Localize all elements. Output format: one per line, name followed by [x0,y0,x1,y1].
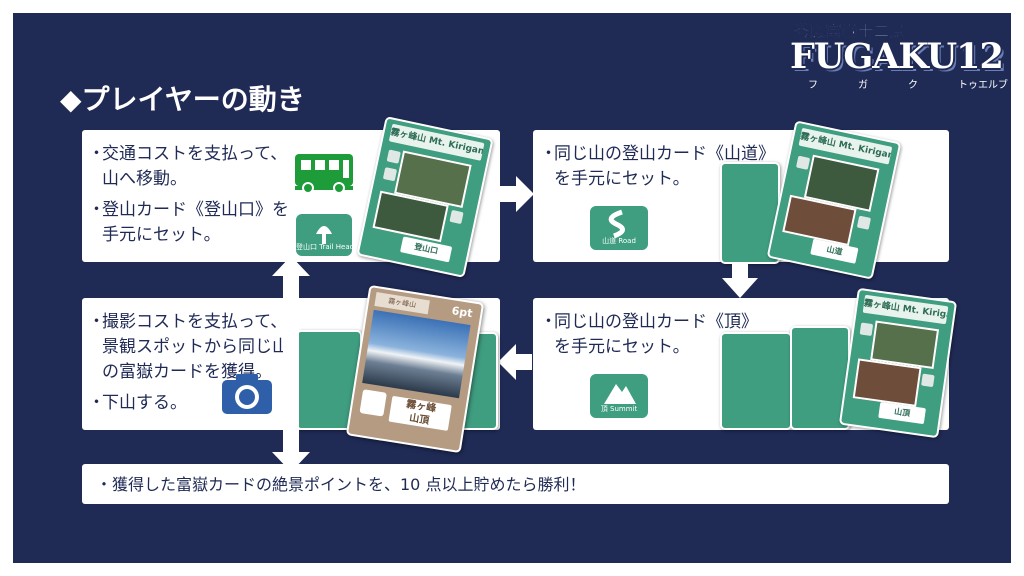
step3-text: ・ 同じ山の登山カード《頂》を手元にセット。 [540,310,800,360]
victory-text: ・獲得した富嶽カードの絶景ポイントを、10 点以上貯めたら勝利！ [96,475,586,494]
logo-ruby-4: トゥエルブ [958,80,1008,91]
step2-text: ・ 同じ山の登山カード《山道》を手元にセット。 [540,142,800,192]
victory-panel [82,464,949,504]
bullet: ・ [88,393,105,413]
logo-subtitle: 秀麗富嶽十二景 [794,22,907,41]
scenery-card-points: 6pt [450,304,474,321]
card-icon [921,373,935,388]
step1-text: ・ 交通コストを支払って、山へ移動。 ・ 登山カード《登山口》を手元にセット。 [88,142,338,248]
logo-ruby-1: フ [808,80,818,91]
bullet: ・ [88,144,105,164]
card-icon [795,155,811,170]
step4-item-2: ・ 下山する。 [88,391,338,416]
card-icon [859,322,874,337]
road-icon [608,209,625,239]
card-name: 山道 [810,238,859,264]
line: 下山する。 [102,393,187,413]
arrow-right-icon [500,176,534,212]
arrow-updown-icon [272,256,310,472]
step3-back-card-1 [720,332,792,430]
trailhead-icon [316,226,332,244]
bullet: ・ [540,144,557,164]
card-photo [852,358,922,407]
logo-ruby-3: ク [908,80,918,91]
step4-text: ・ 撮影コストを支払って、景観スポットから同じ山の富嶽カードを獲得。 ・ 下山す… [88,310,338,416]
line: 交通コストを支払って、 [102,144,288,164]
line: の富嶽カードを獲得。 [102,362,272,382]
line: を手元にセット。 [554,169,690,189]
step2-item-1: ・ 同じ山の登山カード《山道》を手元にセット。 [540,142,800,192]
card-name: 山頂 [878,401,926,425]
bullet: ・ [88,200,105,220]
step4-item-1: ・ 撮影コストを支払って、景観スポットから同じ山の富嶽カードを獲得。 [88,310,338,385]
summit-label: 頂 Summit [600,405,638,413]
step1-item-1: ・ 交通コストを支払って、山へ移動。 [88,142,338,192]
bullet: ・ [88,312,105,332]
line: 山へ移動。 [102,169,187,189]
logo-ruby-2: ガ [858,80,868,91]
logo-ruby: フ ガ ク トゥエルブ [808,76,1008,91]
trailhead-tile: 登山口 Trail Head [296,214,355,256]
road-tile: 山道 Road [590,206,648,250]
step3-mountain-card: 霧ヶ峰山 Mt. Kirigamine 山頂 [838,287,958,439]
summit-tile: 頂 Summit [590,374,648,418]
card-icon [449,209,464,225]
scenery-card-name-line: 山頂 [408,412,430,427]
step3-item-1: ・ 同じ山の登山カード《頂》を手元にセット。 [540,310,800,360]
trailhead-label: 登山口 Trail Head [296,243,355,251]
line: 登山カード《登山口》を [102,200,289,220]
card-name: 登山口 [400,236,453,263]
line: 同じ山の登山カード《頂》 [554,312,758,332]
scenery-card-photo [362,309,471,399]
card-icon [386,149,401,164]
line: 撮影コストを支払って、 [102,312,288,332]
scenery-card-mountain-icon [359,389,387,417]
card-icon [856,215,872,230]
page-title: ◆プレイヤーの動き [60,83,305,116]
step1-item-2: ・ 登山カード《登山口》を手元にセット。 [88,198,338,248]
summit-icon [604,384,636,404]
card-icon [382,167,398,182]
line: 景観スポットから同じ山 [102,337,289,357]
camera-icon [218,372,276,416]
line: 手元にセット。 [102,225,221,245]
scenery-card: 霧ヶ峰山 6pt 霧ヶ峰 山頂 [345,284,485,454]
bus-icon [293,152,355,194]
fugaku12-logo: 秀麗富嶽十二景 FUGAKU12 フ ガ ク トゥエルブ [790,20,1008,91]
road-label: 山道 Road [602,237,636,245]
scenery-card-name: 霧ヶ峰 山頂 [388,395,452,431]
bullet: ・ [540,312,557,332]
logo-main: FUGAKU12 [790,36,1004,77]
line: を手元にセット。 [554,337,690,357]
line: 同じ山の登山カード《山道》 [554,144,775,164]
arrow-down-icon [722,262,758,298]
arrow-left-icon [498,344,532,380]
